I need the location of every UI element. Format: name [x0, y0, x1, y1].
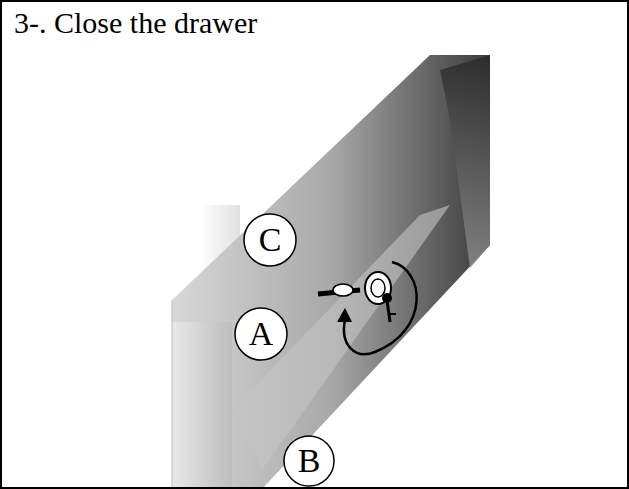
- drawer-side: [440, 55, 490, 268]
- drawer-front-edge: [232, 205, 450, 470]
- turn-arrowhead: [337, 308, 352, 322]
- lock-cylinder: [365, 272, 391, 304]
- key-shaft: [387, 300, 390, 322]
- drawer-body: [172, 55, 490, 489]
- turn-arrow: [344, 262, 417, 354]
- callout-circle: B: [283, 435, 335, 487]
- bolt-sleeve: [333, 284, 353, 296]
- callout-letter: C: [259, 223, 282, 257]
- key-bit: [390, 313, 396, 315]
- post-edge: [172, 300, 173, 489]
- callout-circle: A: [234, 307, 288, 361]
- cabinet-post: [172, 322, 232, 489]
- callout-letter: B: [298, 444, 321, 478]
- step-title: 3-. Close the drawer: [14, 6, 257, 40]
- callout-circle: C: [243, 213, 297, 267]
- callout-letter: A: [249, 317, 274, 351]
- lock-core: [371, 279, 385, 297]
